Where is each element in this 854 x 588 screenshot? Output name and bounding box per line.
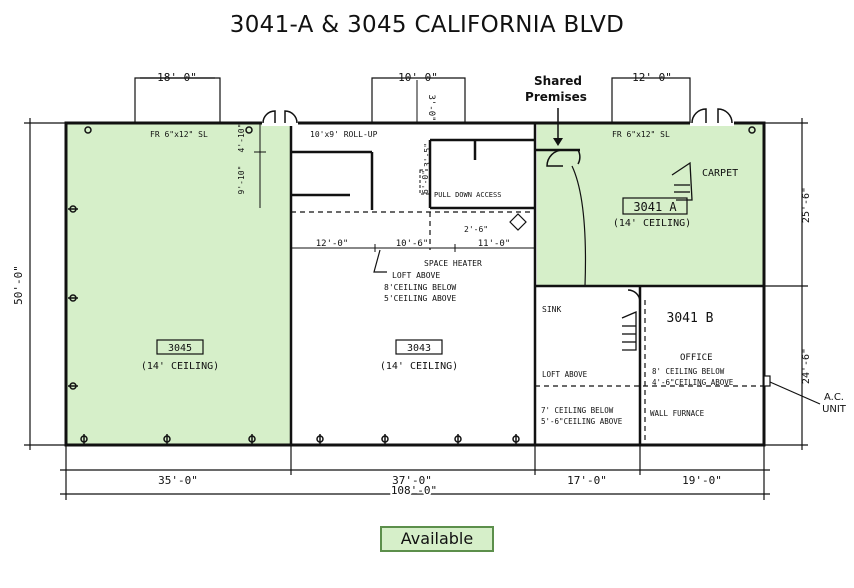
- ac-label-1: A.C.: [824, 392, 844, 403]
- dim-11-0: 11'-0": [478, 239, 511, 249]
- rollup-3043: 10'x9' ROLL-UP: [310, 130, 378, 139]
- note-ceil-below: 8'CEILING BELOW: [384, 283, 456, 292]
- unit-3043-ceiling: (14' CEILING): [380, 361, 458, 372]
- dim-4-10: 4'-10": [237, 124, 246, 153]
- dim-top-3041: 12'-0": [632, 71, 672, 84]
- left-dimension: [24, 118, 66, 450]
- dim-right-lower: 24'-6": [801, 348, 812, 384]
- available-legend: Available: [380, 526, 494, 552]
- bottom-dimension: [60, 445, 770, 500]
- dim-bottom-19: 19'-0": [682, 474, 722, 487]
- unit-3041b-sink: SINK: [542, 305, 561, 314]
- ac-label-2: UNIT: [822, 404, 847, 415]
- ac-unit-pointer: [763, 375, 821, 405]
- dim-left-height: 50'-0": [12, 265, 25, 305]
- note-space-heater: SPACE HEATER: [424, 259, 482, 268]
- dim-9-10: 9'-10": [237, 166, 246, 195]
- unit-3045-box: [156, 339, 204, 355]
- unit-3045-area[interactable]: [66, 123, 291, 445]
- note-loft-above-b: LOFT ABOVE: [542, 370, 588, 379]
- note-ceil-above: 5'CEILING ABOVE: [384, 294, 456, 303]
- note-ceil-b1: 8' CEILING BELOW: [652, 367, 725, 376]
- unit-3041a-ceiling: (14' CEILING): [613, 218, 691, 229]
- pull-down-access-marker: [419, 169, 431, 195]
- dim-top-3045: 18'-0": [157, 71, 197, 84]
- dim-3-0: 3'-0": [426, 94, 436, 121]
- dim-10-6: 10'-6": [396, 239, 429, 249]
- window-3041a: FR 6"x12" SL: [612, 130, 670, 139]
- unit-3041a-floor: CARPET: [702, 168, 738, 179]
- loft-arrow: [373, 249, 387, 273]
- note-ceil-b4: 5'-6"CEILING ABOVE: [541, 417, 623, 426]
- dim-bottom-37: 37'-0": [392, 474, 432, 487]
- top-dimension-brackets: [134, 77, 691, 123]
- dim-top-3043: 10'-0": [398, 71, 438, 84]
- dim-bottom-total: 108'-0": [391, 484, 437, 497]
- loft-curve: [571, 165, 587, 287]
- note-furnace: WALL FURNACE: [650, 409, 705, 418]
- page-title: 3041-A & 3045 CALIFORNIA BLVD: [229, 12, 625, 38]
- inner-dimension-lines: [254, 80, 535, 252]
- dim-bottom-35: 35'-0": [158, 474, 198, 487]
- space-heater-marker: [509, 213, 527, 231]
- unit-3043-number: 3043: [407, 343, 431, 354]
- stairs: [621, 161, 693, 351]
- unit-3043-box: [395, 339, 443, 355]
- note-ceil-b3: 7' CEILING BELOW: [541, 406, 614, 415]
- unit-3045-number: 3045: [168, 343, 192, 354]
- building-outline: [64, 121, 766, 447]
- note-ceil-b2: 4'-6"CEILING ABOVE: [652, 378, 734, 387]
- shared-label-2: Premises: [525, 90, 587, 104]
- unit-3041a-box: [622, 197, 688, 215]
- column-markers: [68, 126, 756, 444]
- dim-2-6: 2'-6": [464, 225, 488, 234]
- loft-lines: [291, 140, 764, 445]
- note-loft-above: LOFT ABOVE: [392, 271, 440, 280]
- window-3045: FR 6"x12" SL: [150, 130, 208, 139]
- dim-bottom-17: 17'-0": [567, 474, 607, 487]
- note-pull-down: PULL DOWN ACCESS: [434, 191, 501, 199]
- unit-3041a-number: 3041 A: [633, 200, 677, 214]
- shared-label-1: Shared: [534, 74, 582, 88]
- dim-right-upper: 25'-6": [801, 187, 812, 223]
- dim-12-0: 12'-0": [316, 239, 349, 249]
- unit-3041b-office: OFFICE: [680, 353, 713, 363]
- right-dimension: [764, 118, 808, 450]
- doors: [262, 108, 734, 303]
- shared-arrowhead: [553, 138, 563, 146]
- unit-3045-ceiling: (14' CEILING): [141, 361, 219, 372]
- dim-6-0: 6'-0": [421, 170, 430, 194]
- dim-3-5: 3'-5": [423, 143, 432, 167]
- unit-3041b-number: 3041 B: [667, 311, 714, 326]
